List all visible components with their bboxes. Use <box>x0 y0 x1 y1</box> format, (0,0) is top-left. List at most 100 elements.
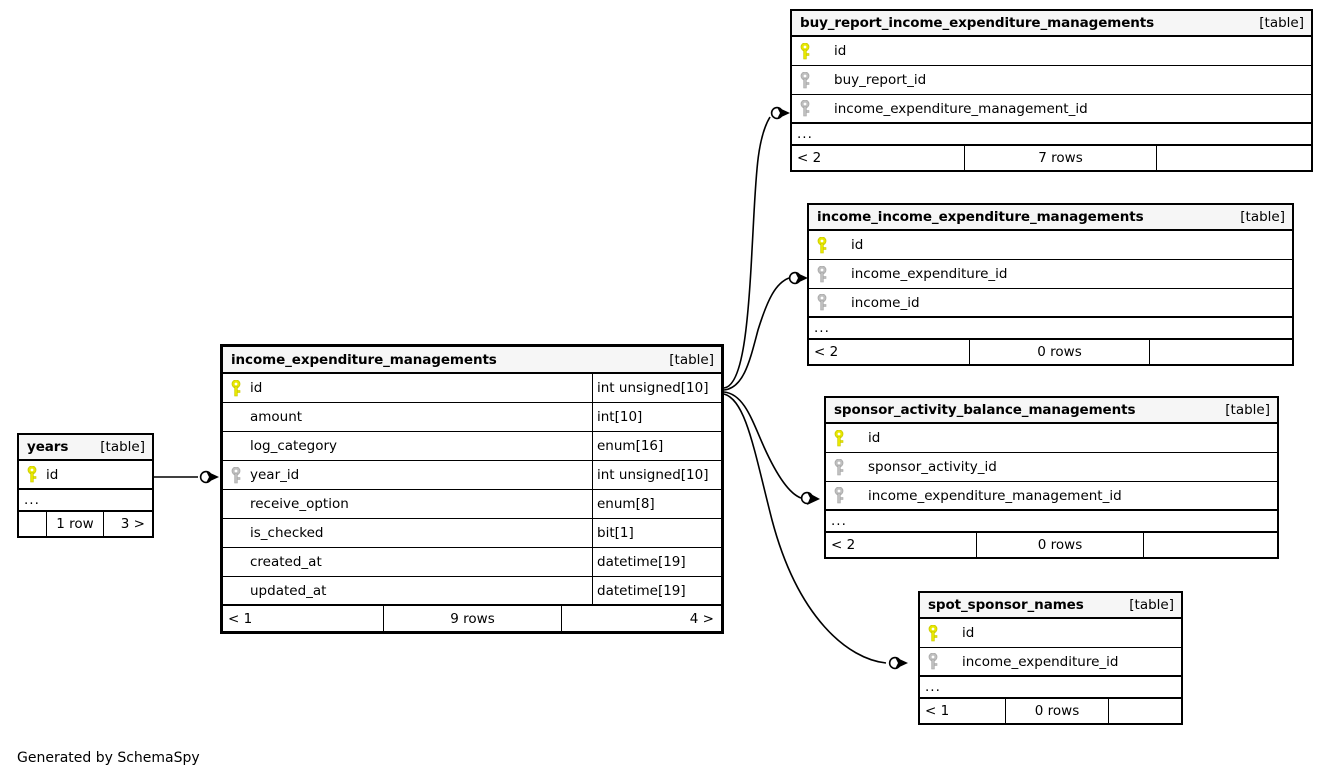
column-cell: id <box>920 619 1181 647</box>
table-row[interactable]: updated_at datetime[19] <box>223 577 721 606</box>
table-income-income-expenditure-managements[interactable]: income_income_expenditure_managements [t… <box>807 203 1294 366</box>
table-title: income_expenditure_managements <box>231 351 497 368</box>
column-name: is_checked <box>250 525 324 541</box>
column-cell: year_id <box>223 461 592 489</box>
more-columns-ellipsis: ... <box>826 511 1277 533</box>
table-row[interactable]: year_id int unsigned[10] <box>223 461 721 490</box>
key-icon-foreign <box>926 653 943 670</box>
edge-endpoint-circle <box>888 656 902 670</box>
column-type: int unsigned[10] <box>592 461 721 489</box>
column-cell: id <box>223 374 592 402</box>
edge-endpoint-circle <box>199 470 213 484</box>
table-row[interactable]: id <box>792 37 1311 66</box>
table-type-tag: [table] <box>1129 597 1174 613</box>
table-row[interactable]: log_category enum[16] <box>223 432 721 461</box>
column-name: year_id <box>250 467 300 483</box>
column-type: int unsigned[10] <box>592 374 721 402</box>
footer-parent-count[interactable]: < 2 <box>814 344 839 360</box>
table-title: income_income_expenditure_managements <box>817 209 1144 225</box>
footer-parent-count[interactable]: < 1 <box>228 610 253 627</box>
table-sponsor-activity-balance-managements[interactable]: sponsor_activity_balance_managements [ta… <box>824 396 1279 559</box>
key-icon-foreign <box>815 265 832 283</box>
table-title: years <box>27 439 69 455</box>
key-icon-none <box>229 409 246 426</box>
footer-parent-count[interactable]: < 1 <box>925 703 950 719</box>
table-row[interactable]: buy_report_id <box>792 66 1311 95</box>
column-name: income_id <box>851 294 920 311</box>
table-income-expenditure-managements[interactable]: income_expenditure_managements [table] i… <box>220 344 724 634</box>
table-row[interactable]: id <box>809 231 1292 260</box>
table-footer: < 1 0 rows <box>920 699 1181 723</box>
column-type: int[10] <box>592 403 721 431</box>
column-name: buy_report_id <box>834 72 927 88</box>
footer-row-count: 7 rows <box>964 146 1157 170</box>
table-row[interactable]: amount int[10] <box>223 403 721 432</box>
footer-row-count: 0 rows <box>1005 699 1109 723</box>
column-cell: id <box>19 461 152 488</box>
table-header: income_income_expenditure_managements [t… <box>809 205 1292 231</box>
table-header: years [table] <box>19 435 152 461</box>
table-row[interactable]: income_expenditure_id <box>809 260 1292 289</box>
footer-row-count: 0 rows <box>969 340 1150 364</box>
column-cell: income_expenditure_id <box>809 260 1292 288</box>
table-footer: < 2 0 rows <box>809 340 1292 364</box>
key-icon-foreign <box>832 487 849 504</box>
column-type: datetime[19] <box>592 577 721 604</box>
table-row[interactable]: income_expenditure_management_id <box>792 95 1311 124</box>
table-row[interactable]: income_expenditure_id <box>920 648 1181 677</box>
table-row[interactable]: is_checked bit[1] <box>223 519 721 548</box>
edge-iem-to-sponsor-balance <box>723 391 802 499</box>
column-cell: is_checked <box>223 519 592 547</box>
column-type: datetime[19] <box>592 548 721 576</box>
column-cell: id <box>809 231 1292 259</box>
table-row[interactable]: sponsor_activity_id <box>826 453 1277 482</box>
column-cell: updated_at <box>223 577 592 604</box>
table-buy-report-income-expenditure-managements[interactable]: buy_report_income_expenditure_management… <box>790 9 1313 172</box>
key-icon-primary <box>798 42 815 60</box>
table-row[interactable]: id int unsigned[10] <box>223 374 721 403</box>
column-cell: income_id <box>809 289 1292 316</box>
column-name: updated_at <box>250 582 327 599</box>
table-header: buy_report_income_expenditure_management… <box>792 11 1311 37</box>
table-row[interactable]: created_at datetime[19] <box>223 548 721 577</box>
column-cell: income_expenditure_management_id <box>826 482 1277 509</box>
table-title: sponsor_activity_balance_managements <box>834 402 1136 418</box>
table-footer: < 2 7 rows <box>792 146 1311 170</box>
footer-child-count[interactable]: 3 > <box>120 516 145 532</box>
footer-child-count[interactable] <box>1150 340 1292 364</box>
key-icon-none <box>229 438 246 455</box>
footer-parent-count[interactable] <box>19 512 46 536</box>
footer-child-count[interactable] <box>1144 533 1277 557</box>
footer-row-count: 9 rows <box>383 606 562 631</box>
table-row[interactable]: receive_option enum[8] <box>223 490 721 519</box>
table-row[interactable]: id <box>826 424 1277 453</box>
footer-parent-count[interactable]: < 2 <box>831 537 856 553</box>
table-row[interactable]: income_id <box>809 289 1292 318</box>
column-name: income_expenditure_id <box>962 653 1119 670</box>
column-name: sponsor_activity_id <box>868 459 997 475</box>
table-row[interactable]: id <box>19 461 152 490</box>
column-name: income_expenditure_id <box>851 266 1008 282</box>
footer-row-count: 0 rows <box>976 533 1144 557</box>
footer-parent-count[interactable]: < 2 <box>797 150 822 166</box>
table-row[interactable]: income_expenditure_management_id <box>826 482 1277 511</box>
key-icon-none <box>229 554 246 571</box>
footer-child-count[interactable]: 4 > <box>689 610 714 627</box>
footer-child-count[interactable] <box>1157 146 1311 170</box>
table-footer: < 1 9 rows 4 > <box>223 606 721 631</box>
table-years[interactable]: years [table] id ... 1 row 3 > <box>17 433 154 538</box>
column-name: id <box>46 466 59 483</box>
column-cell: created_at <box>223 548 592 576</box>
key-icon-foreign <box>798 100 815 117</box>
column-name: id <box>250 380 263 396</box>
table-type-tag: [table] <box>1240 209 1285 225</box>
table-spot-sponsor-names[interactable]: spot_sponsor_names [table] id <box>918 591 1183 725</box>
column-cell: id <box>826 424 1277 452</box>
table-title: buy_report_income_expenditure_management… <box>800 15 1155 31</box>
table-row[interactable]: id <box>920 619 1181 648</box>
table-type-tag: [table] <box>669 351 714 368</box>
column-cell: amount <box>223 403 592 431</box>
key-icon-foreign <box>815 294 832 311</box>
footer-child-count[interactable] <box>1109 699 1181 723</box>
